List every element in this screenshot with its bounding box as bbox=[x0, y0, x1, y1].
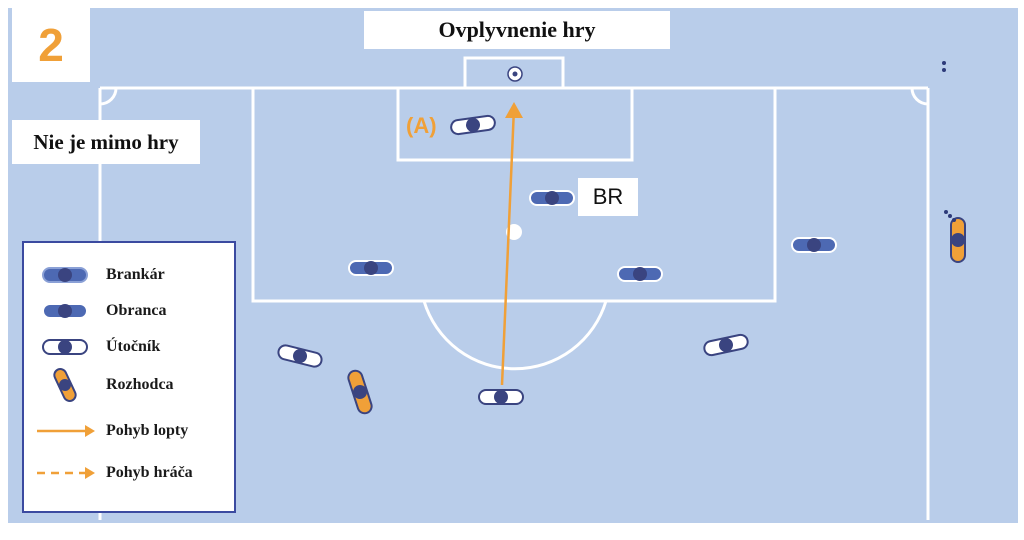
attacker-icon bbox=[277, 344, 323, 368]
flag-icon bbox=[944, 210, 956, 222]
corner-arc-right bbox=[910, 87, 929, 106]
legend-label: Brankár bbox=[106, 266, 165, 283]
legend-label: Pohyb hráča bbox=[106, 464, 193, 481]
offside-status-label: Nie je mimo hry bbox=[12, 120, 200, 164]
legend-label: Pohyb lopty bbox=[106, 422, 189, 439]
penalty-arc bbox=[422, 300, 608, 371]
player-label-a: (A) bbox=[406, 113, 437, 138]
attacker-icon bbox=[24, 329, 106, 365]
legend-label: Útočník bbox=[106, 338, 161, 355]
legend-item-defender: Obranca bbox=[24, 293, 234, 329]
defender-icon bbox=[348, 260, 394, 276]
legend-item-attacker: Útočník bbox=[24, 329, 234, 365]
referee-icon bbox=[24, 367, 106, 403]
defender-icon bbox=[617, 266, 663, 282]
player-label-br: BR bbox=[578, 178, 638, 216]
assistant-referee-icon bbox=[950, 217, 966, 263]
goal bbox=[463, 56, 565, 90]
flag-marks bbox=[942, 61, 946, 72]
legend-item-player-movement: Pohyb hráča bbox=[24, 455, 234, 491]
referee-icon bbox=[347, 369, 373, 415]
legend-label: Obranca bbox=[106, 302, 167, 319]
ball-icon bbox=[507, 66, 523, 82]
defender-icon bbox=[529, 190, 575, 206]
legend-label: Rozhodca bbox=[106, 376, 174, 393]
corner-arc-left bbox=[99, 87, 118, 106]
diagram-title: Ovplyvnenie hry bbox=[364, 11, 670, 49]
ball-arrow-head bbox=[505, 102, 523, 118]
legend-item-referee: Rozhodca bbox=[24, 367, 234, 403]
legend: Brankár Obranca Útočník Rozhodca Pohyb l… bbox=[22, 241, 236, 513]
legend-item-ball-movement: Pohyb lopty bbox=[24, 413, 234, 449]
defender-icon bbox=[791, 237, 837, 253]
solid-arrow-icon bbox=[24, 413, 106, 449]
legend-item-goalkeeper: Brankár bbox=[24, 257, 234, 293]
ball-movement-arrow bbox=[500, 107, 516, 386]
goalkeeper-icon bbox=[24, 257, 106, 293]
attacker-icon bbox=[478, 389, 524, 405]
attacker-a-icon bbox=[450, 114, 496, 136]
attacker-icon bbox=[703, 333, 749, 357]
diagram-number: 2 bbox=[12, 8, 90, 82]
dashed-arrow-icon bbox=[24, 455, 106, 491]
defender-icon bbox=[24, 293, 106, 329]
